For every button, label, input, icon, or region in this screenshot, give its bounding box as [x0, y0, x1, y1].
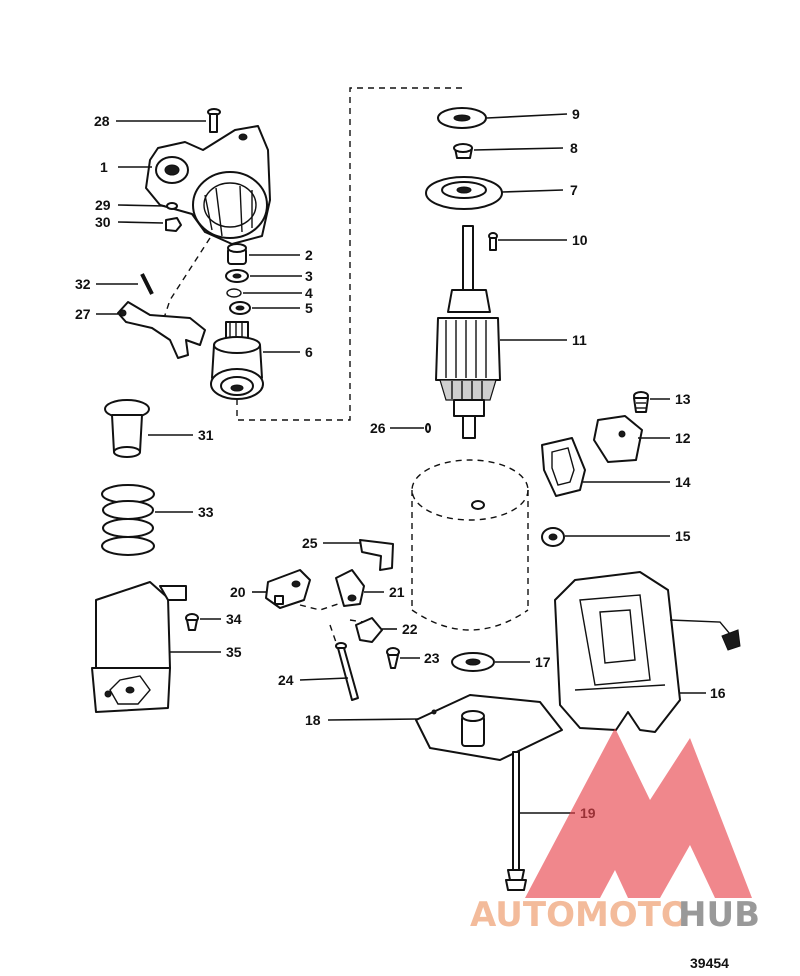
part-28-screw [207, 108, 221, 133]
part-2-bushing [227, 243, 247, 265]
callout-29: 29 [95, 197, 111, 213]
callout-23: 23 [424, 650, 440, 666]
callout-17: 17 [535, 654, 551, 670]
callout-14: 14 [675, 474, 691, 490]
callout-2: 2 [305, 247, 313, 263]
part-6-drive-assembly [210, 321, 264, 400]
callout-33: 33 [198, 504, 214, 520]
figure-number: 39454 [690, 955, 729, 971]
part-3-spacer [225, 269, 249, 283]
part-11-armature [435, 225, 501, 439]
part-25-bracket [359, 539, 394, 571]
part-12-terminal-cover [593, 415, 643, 463]
callout-20: 20 [230, 584, 246, 600]
part-29-lockwasher [166, 202, 178, 210]
watermark-text-primary: AUTOMOTO [470, 895, 690, 935]
callout-1: 1 [100, 159, 108, 175]
callout-12: 12 [675, 430, 691, 446]
callout-4: 4 [305, 285, 313, 301]
part-34-screw [185, 613, 199, 631]
callout-6: 6 [305, 344, 313, 360]
callout-7: 7 [570, 182, 578, 198]
part-10-screw [488, 232, 498, 251]
part-31-spacer-tube [104, 399, 150, 458]
assembly-guide-lines [159, 87, 462, 649]
part-4-retaining-ring [226, 288, 242, 298]
part-24-bolt [335, 642, 359, 701]
callout-31: 31 [198, 427, 214, 443]
callout-32: 32 [75, 276, 91, 292]
callout-9: 9 [572, 106, 580, 122]
field-frame-housing [411, 459, 529, 631]
part-21-brush-spring [335, 569, 365, 607]
part-14-gasket [541, 437, 586, 497]
part-19-through-bolt [505, 751, 527, 891]
callout-5: 5 [305, 300, 313, 316]
part-23-screw [386, 647, 400, 669]
callout-26: 26 [370, 420, 386, 436]
callout-8: 8 [570, 140, 578, 156]
callout-28: 28 [94, 113, 110, 129]
part-22-brush [355, 617, 383, 643]
part-27-shift-lever [117, 301, 206, 359]
part-17-washer [451, 652, 495, 672]
callout-3: 3 [305, 268, 313, 284]
part-15-grommet [541, 527, 565, 547]
callout-27: 27 [75, 306, 91, 322]
callout-16: 16 [710, 685, 726, 701]
callout-22: 22 [402, 621, 418, 637]
part-9-washer [437, 107, 487, 129]
callout-10: 10 [572, 232, 588, 248]
callout-21: 21 [389, 584, 405, 600]
callout-13: 13 [675, 391, 691, 407]
part-26-washer [425, 423, 431, 433]
part-8-bushing [453, 143, 473, 159]
part-30-nut [165, 217, 182, 232]
part-35-solenoid [91, 581, 187, 713]
callout-24: 24 [278, 672, 294, 688]
part-33-spring [101, 484, 155, 556]
part-5-collar [229, 301, 251, 315]
callout-15: 15 [675, 528, 691, 544]
part-20-brush-holder [265, 569, 311, 609]
callout-11: 11 [572, 332, 587, 348]
part-7-brush-plate-cap [425, 176, 503, 210]
part-16-cover-boot [554, 571, 741, 733]
part-32-pin [140, 273, 154, 295]
callout-25: 25 [302, 535, 318, 551]
callout-35: 35 [226, 644, 242, 660]
part-13-screw [633, 391, 649, 413]
callout-30: 30 [95, 214, 111, 230]
part-1-drive-end-housing [145, 125, 271, 245]
leader-lines [96, 113, 706, 814]
part-18-end-plate [415, 694, 563, 761]
automotohub-watermark: AUTOMOTO HUB [470, 728, 760, 935]
callout-34: 34 [226, 611, 242, 627]
callout-18: 18 [305, 712, 321, 728]
watermark-logo-icon [525, 728, 752, 898]
watermark-text-secondary: HUB [678, 895, 760, 935]
